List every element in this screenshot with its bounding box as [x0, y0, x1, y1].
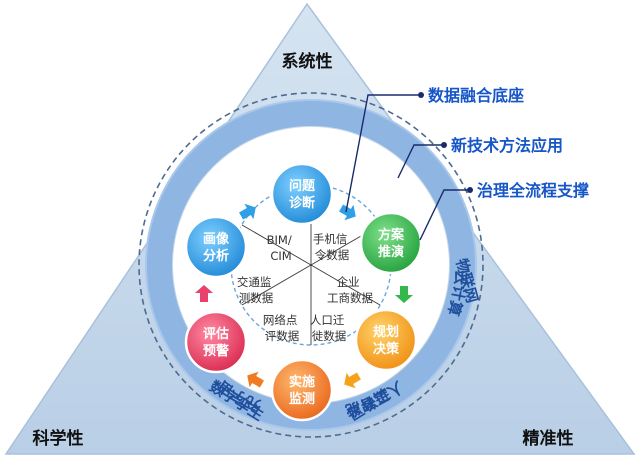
svg-text:评估预警: 评估预警 [203, 326, 229, 359]
arrow-diagnosis-to-plan [339, 204, 356, 221]
svg-text:规划决策: 规划决策 [373, 324, 400, 357]
node-plan: 方案推演 [359, 211, 423, 275]
sector-spokes [241, 185, 381, 345]
node-monitor: 实施监测 [270, 358, 334, 422]
corner-label-top: 系统性 [282, 51, 333, 72]
svg-text:方案推演: 方案推演 [378, 227, 405, 260]
svg-text:画像分析: 画像分析 [203, 231, 230, 264]
node-warning: 评估预警 [184, 310, 248, 374]
arrow-warning-to-portrait [195, 285, 213, 302]
sector-bim: BIM/ CIM [267, 233, 296, 263]
leader-governance [419, 189, 470, 241]
node-portrait: 画像分析 [184, 215, 248, 279]
corner-label-bottom-right: 精准性 [523, 428, 574, 449]
sector-enterprise: 企业 工商数据 [327, 275, 373, 305]
node-decision: 规划决策 [354, 308, 418, 372]
sector-traffic: 交通监 测数据 [237, 275, 275, 305]
svg-text:实施监测: 实施监测 [289, 374, 315, 407]
leader-dot-governance [467, 187, 473, 193]
outer-dashed-ring [138, 92, 484, 438]
leader-new-tech [397, 144, 444, 179]
leader-dot-new-tech [441, 142, 447, 148]
node-diagnosis: 问题诊断 [270, 162, 334, 226]
callout-data-foundation: 数据融合底座 [428, 86, 524, 105]
cycle-arrows [195, 203, 413, 389]
arrow-portrait-to-diagnosis [239, 203, 256, 220]
sector-poi: 网络点 评数据 [263, 313, 301, 343]
sector-migration: 人口迁 徙数据 [310, 313, 348, 343]
sector-phone: 手机信 令数据 [313, 232, 351, 262]
arrow-decision-to-monitor [344, 372, 361, 389]
svg-text:问题诊断: 问题诊断 [289, 178, 316, 211]
arrow-monitor-to-warning [247, 371, 264, 388]
leader-data-foundation [345, 94, 421, 213]
callout-governance: 治理全流程支撑 [477, 181, 589, 200]
leader-dot-data-foundation [418, 92, 424, 98]
corner-label-bottom-left: 科学性 [33, 428, 84, 449]
arrow-plan-to-decision [395, 286, 413, 303]
callout-new-tech: 新技术方法应用 [451, 136, 563, 155]
tech-ring-outer-edge [145, 99, 477, 431]
callout-leaders [345, 94, 470, 241]
